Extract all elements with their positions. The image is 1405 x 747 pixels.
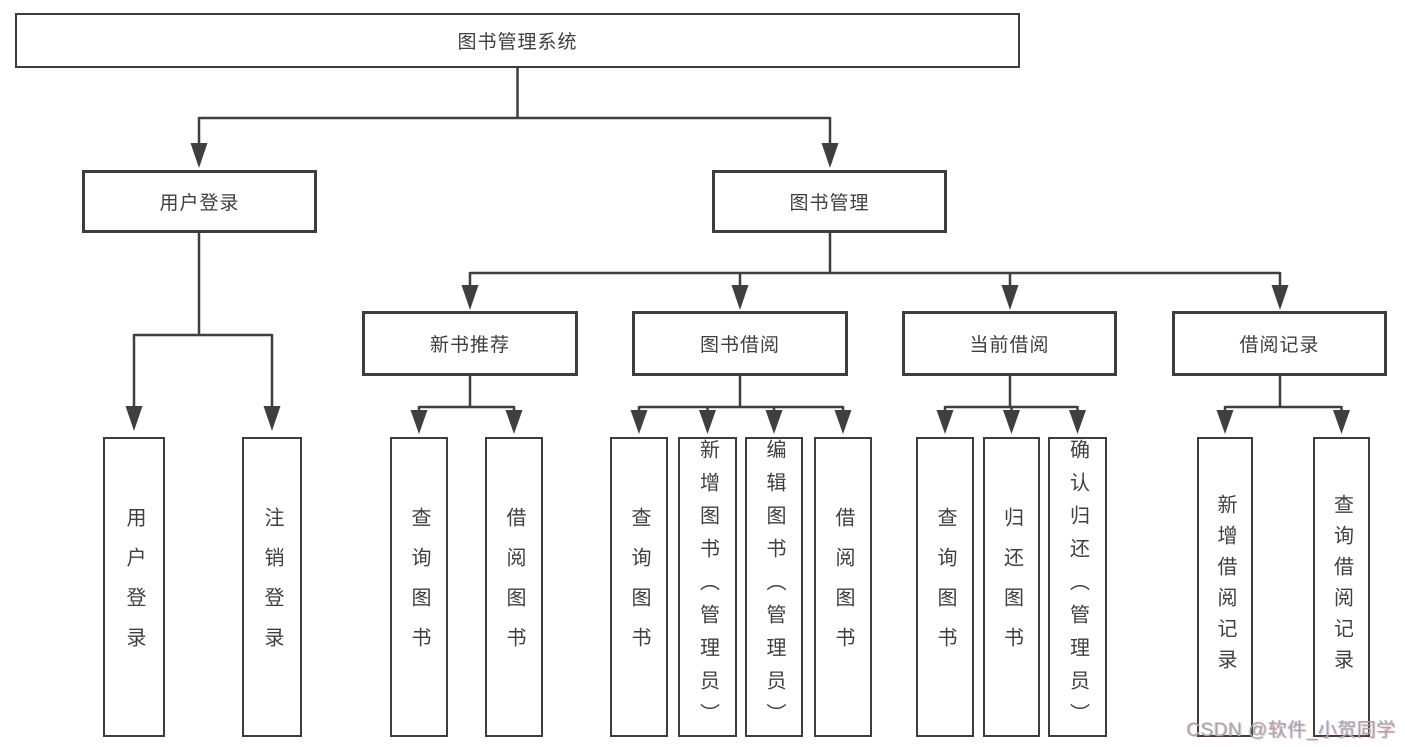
leaf-records-query-record: 查询借阅记录 <box>1313 437 1370 737</box>
arrowhead-to-leaf-current-1 <box>936 410 954 434</box>
leaf-recommend-query-book: 查询图书 <box>390 437 448 737</box>
leaf-borrow-borrow-book: 借阅图书 <box>814 437 872 737</box>
leaf-logout: 注销登录 <box>242 437 302 737</box>
arrowhead-to-leaf-login-1 <box>125 406 143 431</box>
leaf-current-return-book-label: 归还图书 <box>1000 507 1023 667</box>
leaf-records-add-record-label: 新增借阅记录 <box>1214 494 1236 680</box>
arrowhead-to-leaf-current-2 <box>1003 410 1020 434</box>
leaf-current-query-book-label: 查询图书 <box>934 507 956 667</box>
leaf-recommend-query-book-label: 查询图书 <box>408 507 430 667</box>
arrowhead-to-book-mgmt <box>821 143 839 168</box>
node-current-borrow-label: 当前借阅 <box>969 335 1050 356</box>
node-book-borrow-label: 图书借阅 <box>699 335 780 356</box>
arrowhead-to-leaf-current-3 <box>1069 410 1086 434</box>
leaf-recommend-borrow-book: 借阅图书 <box>485 437 543 737</box>
arrowhead-to-borrow <box>731 285 749 310</box>
leaf-records-query-record-label: 查询借阅记录 <box>1330 494 1353 680</box>
node-user-login: 用户登录 <box>82 170 317 233</box>
connector-mgmt-to-level3 <box>468 233 1282 288</box>
leaf-current-confirm-return-admin-label: 确认归还（管理员） <box>1066 439 1089 736</box>
arrowhead-to-leaf-recommend-2 <box>505 410 523 434</box>
leaf-borrow-query-book-label: 查询图书 <box>628 507 650 667</box>
connector-root-to-level2 <box>197 68 832 146</box>
leaf-current-return-book: 归还图书 <box>983 437 1040 737</box>
arrowhead-to-leaf-borrow-3 <box>765 410 783 434</box>
arrowhead-to-leaf-login-2 <box>263 406 281 431</box>
node-book-management: 图书管理 <box>712 170 947 233</box>
arrowhead-to-records <box>1271 285 1289 310</box>
leaf-borrow-query-book: 查询图书 <box>610 437 668 737</box>
node-borrow-records: 借阅记录 <box>1172 311 1387 376</box>
leaf-records-add-record: 新增借阅记录 <box>1197 437 1253 737</box>
node-root-label: 图书管理系统 <box>457 32 578 53</box>
node-user-login-label: 用户登录 <box>159 193 240 214</box>
arrowhead-to-leaf-records-1 <box>1216 410 1234 434</box>
leaf-borrow-borrow-book-label: 借阅图书 <box>832 507 854 667</box>
connector-borrow-to-leaves <box>637 376 845 412</box>
arrowhead-to-current <box>1001 285 1019 310</box>
arrowhead-to-leaf-borrow-1 <box>630 410 648 434</box>
connector-login-to-leaves <box>132 233 274 409</box>
connector-recommend-to-leaves <box>417 376 516 412</box>
node-new-book-recommend: 新书推荐 <box>362 311 578 376</box>
arrowhead-to-leaf-borrow-4 <box>834 410 852 434</box>
connector-records-to-leaves <box>1223 376 1343 412</box>
csdn-watermark: CSDN @软件_小贺同学 <box>1186 720 1396 741</box>
node-current-borrow: 当前借阅 <box>902 311 1117 376</box>
leaf-recommend-borrow-book-label: 借阅图书 <box>503 507 525 667</box>
leaf-logout-label: 注销登录 <box>261 507 283 667</box>
node-new-book-recommend-label: 新书推荐 <box>429 335 510 356</box>
leaf-borrow-edit-book-admin-label: 编辑图书（管理员） <box>763 439 785 736</box>
node-book-management-label: 图书管理 <box>789 193 870 214</box>
leaf-borrow-edit-book-admin: 编辑图书（管理员） <box>745 437 803 737</box>
arrowhead-to-user-login <box>190 143 208 168</box>
leaf-current-confirm-return-admin: 确认归还（管理员） <box>1048 437 1107 737</box>
node-borrow-records-label: 借阅记录 <box>1239 335 1320 356</box>
leaf-user-login: 用户登录 <box>103 437 165 737</box>
leaf-current-query-book: 查询图书 <box>916 437 974 737</box>
leaf-user-login-label: 用户登录 <box>123 507 145 667</box>
node-root-library-system: 图书管理系统 <box>15 13 1020 68</box>
leaf-borrow-add-book-admin-label: 新增图书（管理员） <box>696 439 719 736</box>
arrowhead-to-recommend <box>461 285 479 310</box>
leaf-borrow-add-book-admin: 新增图书（管理员） <box>678 437 737 737</box>
connector-current-to-leaves <box>943 376 1079 412</box>
arrowhead-to-leaf-borrow-2 <box>699 410 716 434</box>
arrowhead-to-leaf-records-2 <box>1333 410 1350 434</box>
node-book-borrow: 图书借阅 <box>632 311 848 376</box>
arrowhead-to-leaf-recommend-1 <box>410 410 428 434</box>
